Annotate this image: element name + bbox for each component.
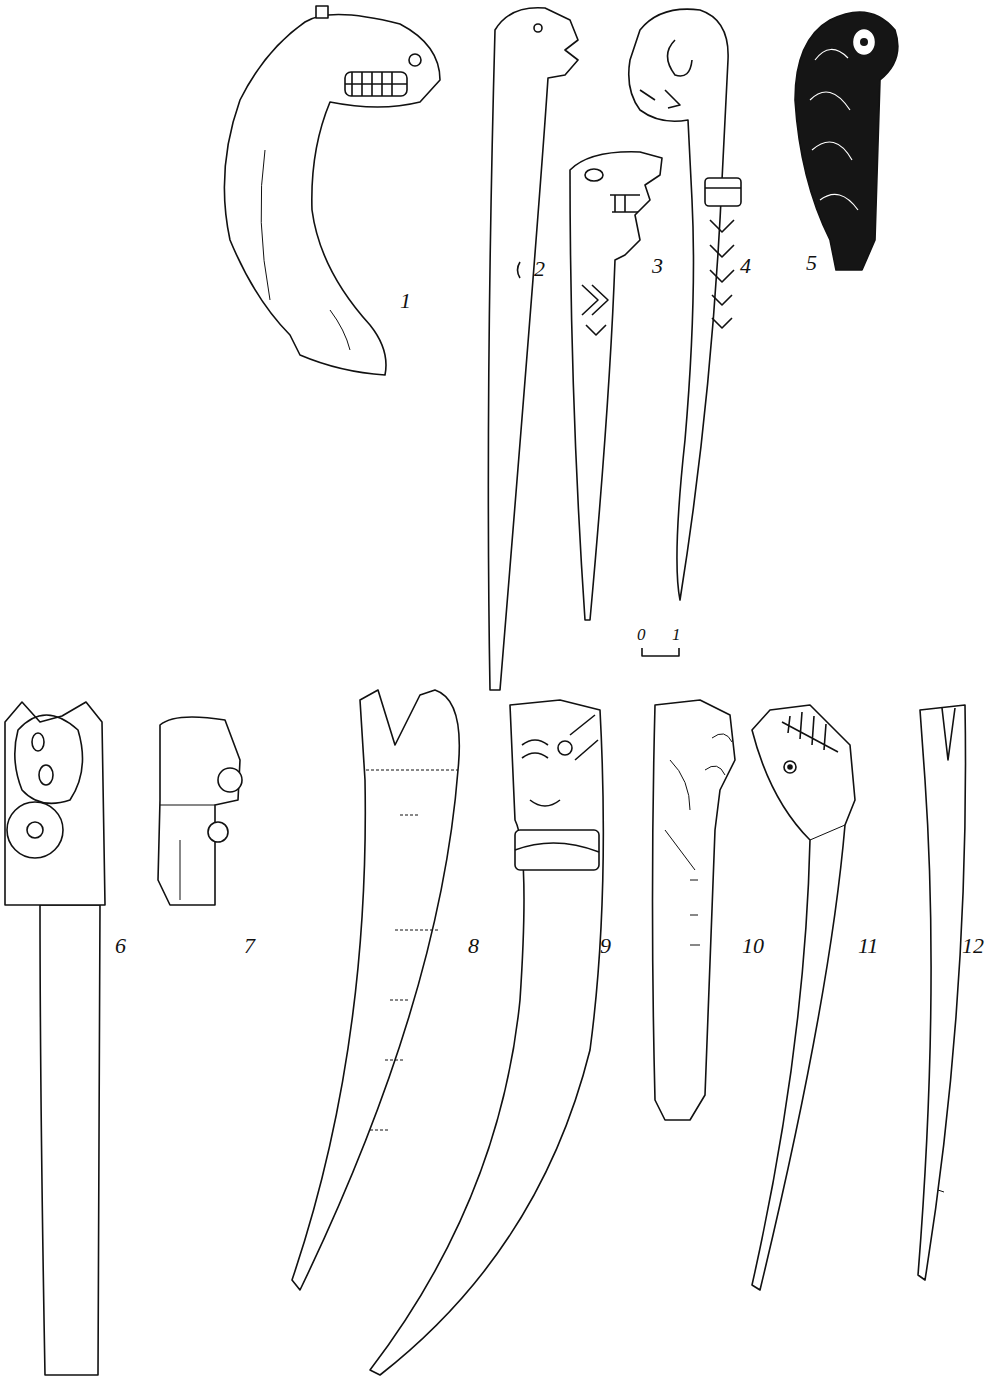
- artifact-10: [653, 700, 736, 1120]
- scale-bar: [642, 648, 679, 656]
- artifact-11: [752, 705, 855, 1290]
- callout-number: 4: [740, 255, 751, 277]
- callout-number: 8: [468, 935, 479, 957]
- artifact-4: [629, 9, 741, 600]
- callout-number: 6: [115, 935, 126, 957]
- artifact-9: [370, 700, 603, 1375]
- artifact-5: [795, 12, 898, 270]
- artifact-6: [5, 702, 105, 1375]
- callout-number: 3: [652, 255, 663, 277]
- artifact-7: [158, 717, 242, 905]
- callout-number: 5: [806, 252, 817, 274]
- callout-number: 9: [600, 935, 611, 957]
- callout-number: 2: [534, 258, 545, 280]
- artifact-3: [570, 152, 662, 620]
- artifact-2: [488, 8, 578, 690]
- artifact-12: [918, 705, 966, 1280]
- callout-number: 1: [400, 290, 411, 312]
- artifact-8: [292, 690, 459, 1290]
- scale-label: 0: [637, 626, 646, 643]
- artifact-1: [224, 6, 440, 375]
- callout-number: 10: [742, 935, 764, 957]
- scale-label: 1: [672, 626, 681, 643]
- callout-number: 12: [962, 935, 984, 957]
- callout-number: 7: [244, 935, 255, 957]
- callout-number: 11: [858, 935, 878, 957]
